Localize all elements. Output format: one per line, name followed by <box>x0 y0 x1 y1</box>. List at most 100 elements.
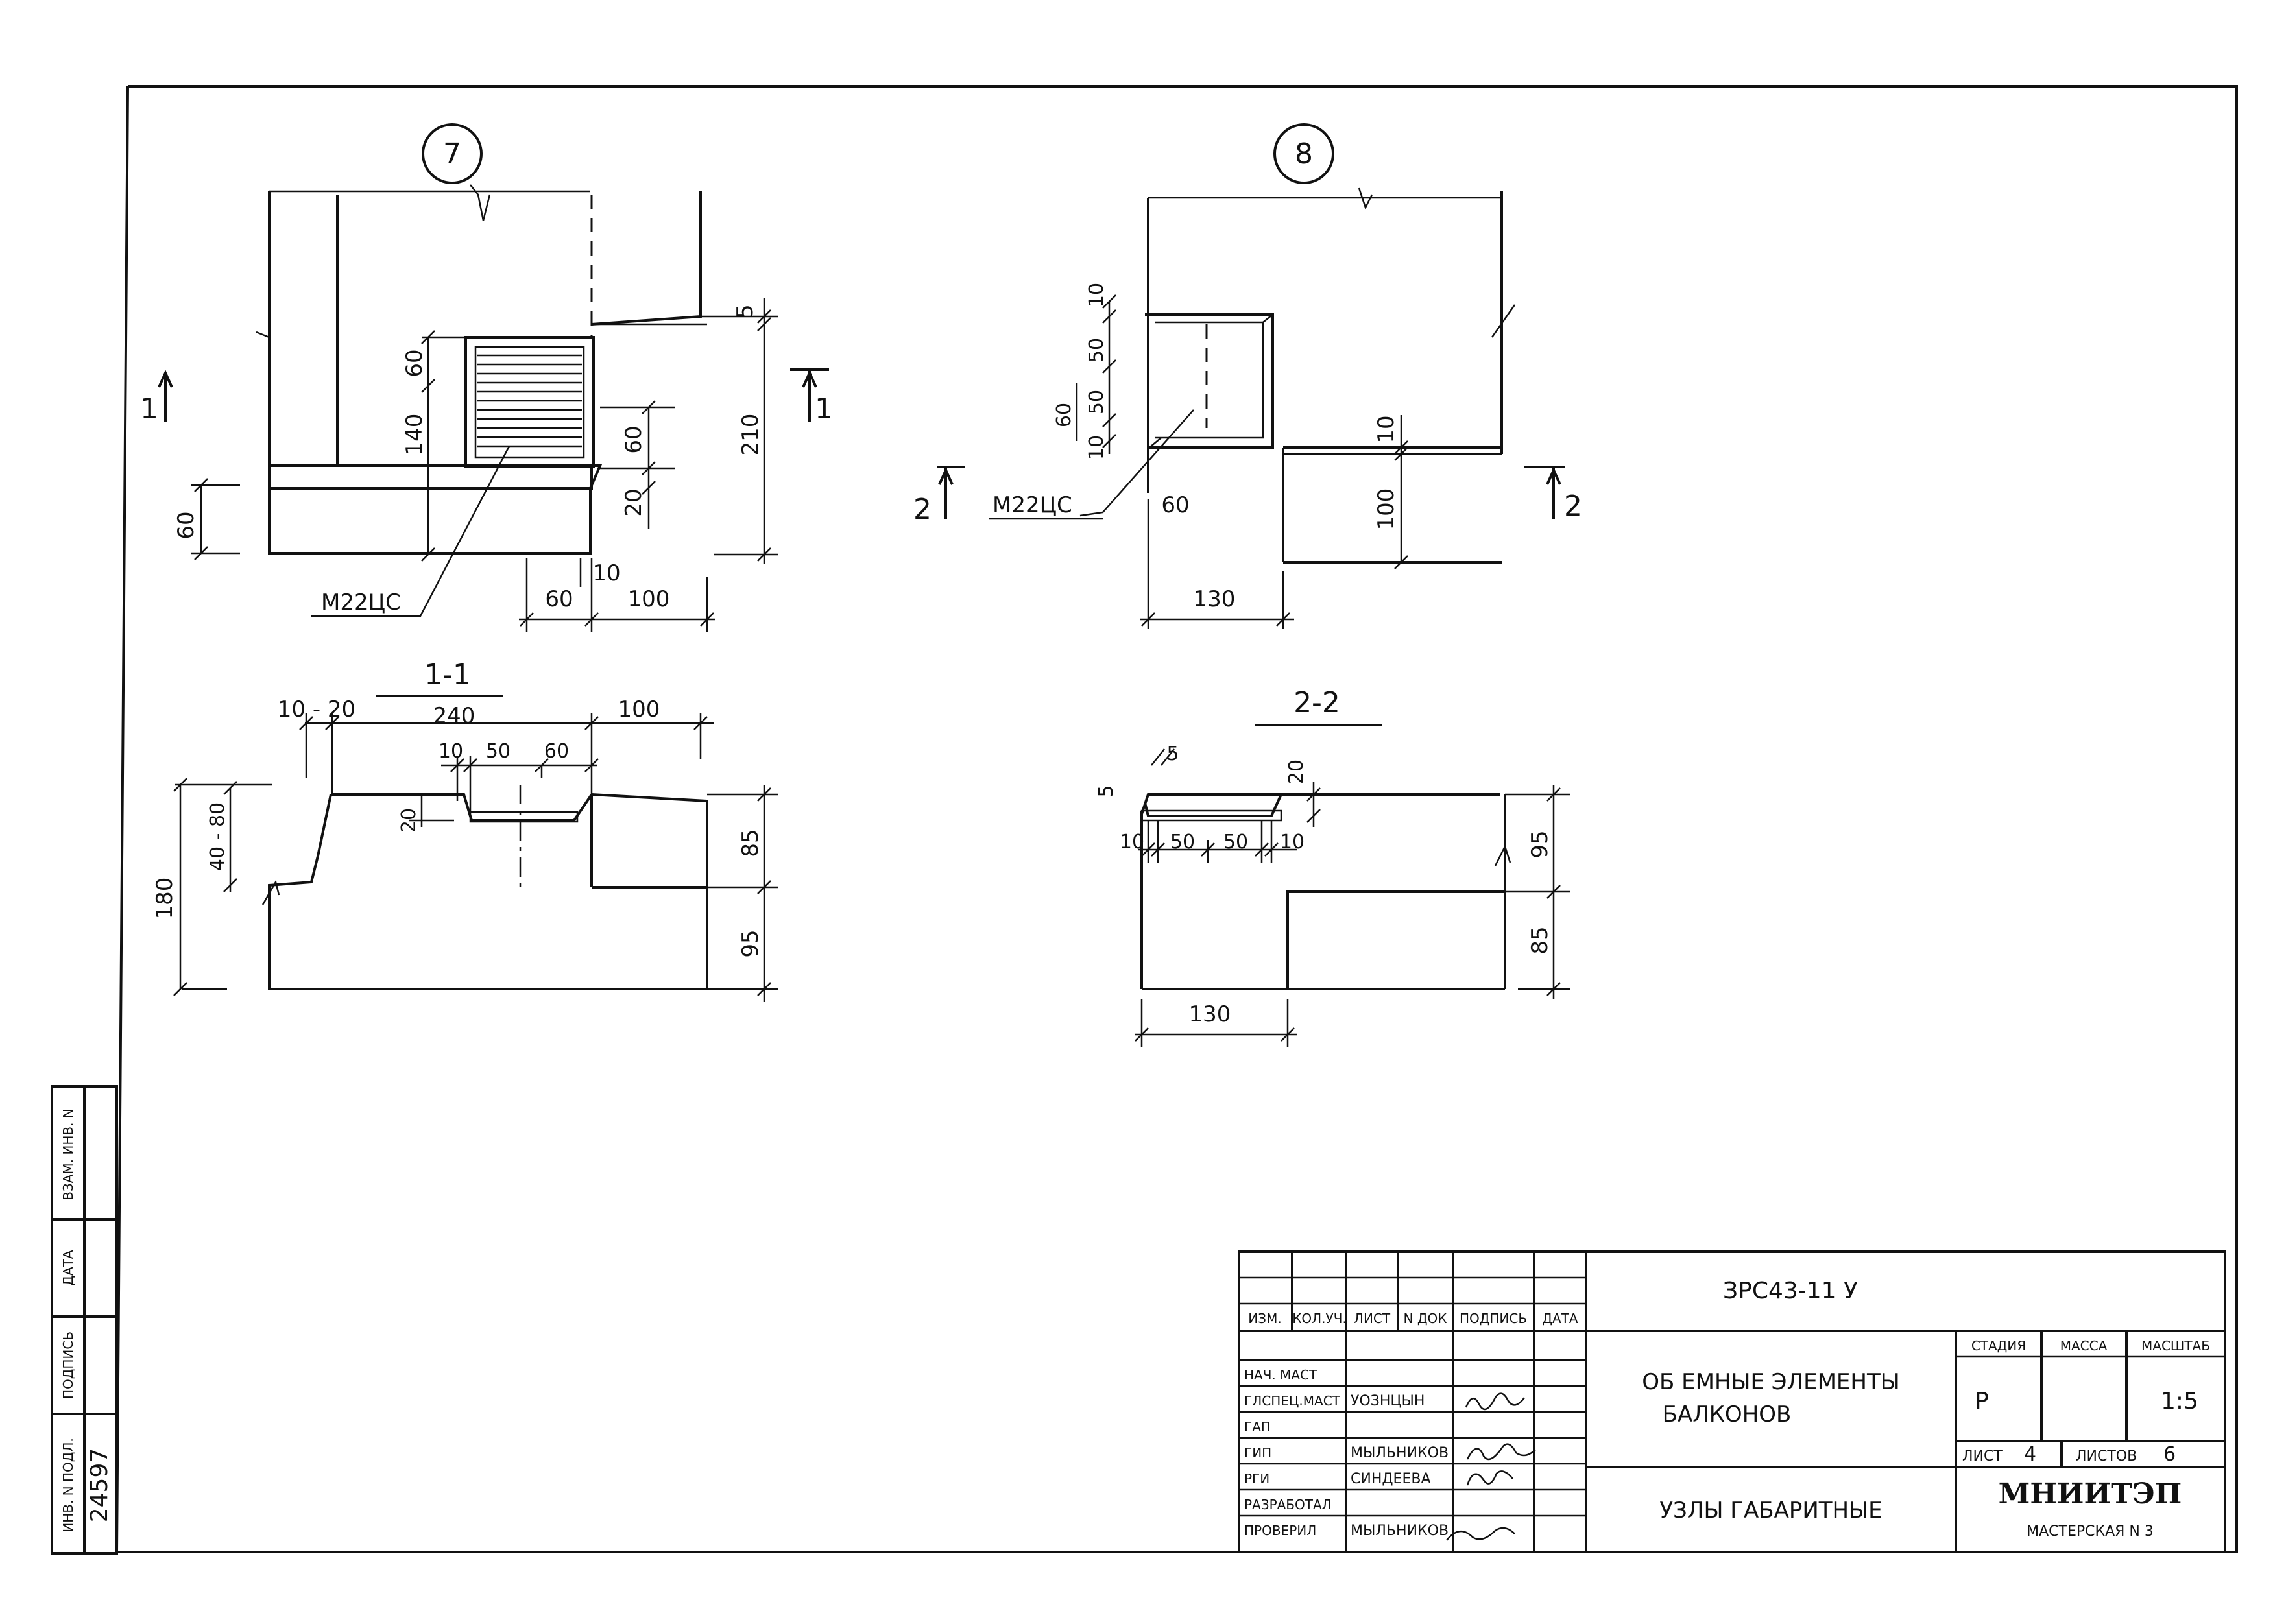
dim8-10-right: 10 <box>1373 415 1399 443</box>
dim11-180: 180 <box>152 878 178 920</box>
tb-name-2: УОЗНЦЫН <box>1351 1393 1425 1409</box>
tb-col-izm: ИЗМ. <box>1248 1311 1281 1326</box>
dim22-10a: 10 <box>1120 831 1144 854</box>
grid-label-7: М22ЦС <box>321 590 401 615</box>
dim22-95: 95 <box>1527 830 1553 858</box>
dim11-10: 10 <box>439 740 463 763</box>
dim8-60: 60 <box>1053 403 1076 427</box>
tb-role-6: РАЗРАБОТАЛ <box>1244 1497 1332 1512</box>
tb-scale: 1:5 <box>2161 1388 2198 1415</box>
dim7-140: 140 <box>402 414 427 456</box>
tb-col-list: ЛИСТ <box>1354 1311 1391 1326</box>
dim22-10b: 10 <box>1280 831 1305 854</box>
dim11-240: 240 <box>433 703 475 729</box>
dim11-10-20: 10 - 20 <box>278 697 355 722</box>
tb-mass-header: МАССА <box>2060 1338 2108 1354</box>
tb-name-2nd: БАЛКОНОВ <box>1663 1402 1792 1427</box>
dim8-50-a: 50 <box>1085 338 1108 363</box>
tb-org: МНИИТЭП <box>1999 1477 2182 1511</box>
dim7-60-right: 60 <box>621 425 647 453</box>
dim22-5b: 5 <box>1166 743 1179 765</box>
stamp-data: ДАТА <box>60 1250 76 1286</box>
tb-col-koluch: КОЛ.УЧ. <box>1292 1311 1347 1326</box>
tb-role-5: РГИ <box>1244 1471 1269 1487</box>
dim8-50-b: 50 <box>1085 390 1108 414</box>
tb-col-podpis: ПОДПИСЬ <box>1460 1311 1527 1326</box>
dim22-20: 20 <box>1285 759 1308 784</box>
tb-stage: Р <box>1975 1388 1989 1415</box>
section-1-1: 1-1 10 - 20 240 100 10 50 60 <box>152 658 778 1002</box>
dim8-60-bottom: 60 <box>1161 492 1189 518</box>
tb-name-7: МЫЛЬНИКОВ <box>1351 1523 1449 1539</box>
dim22-50a: 50 <box>1170 831 1195 854</box>
stamp-inv-podl: ИНВ. N ПОДЛ. <box>60 1438 76 1533</box>
cut2-left: 2 <box>913 493 932 526</box>
tb-sheets-label: ЛИСТОВ <box>2076 1448 2137 1464</box>
dim11-20: 20 <box>398 808 420 833</box>
dim22-50b: 50 <box>1223 831 1248 854</box>
section-mark-2: 2 2 <box>913 466 1582 526</box>
dim22-5a: 5 <box>1095 785 1118 797</box>
dim8-100: 100 <box>1373 488 1399 531</box>
cut2-right: 2 <box>1564 490 1582 523</box>
grid-label-8: М22ЦС <box>993 492 1072 518</box>
stamp-vzam: ВЗАМ. ИНВ. N <box>60 1108 76 1200</box>
dim7-20: 20 <box>621 488 647 516</box>
stamp-inv-value: 24597 <box>86 1448 113 1523</box>
tb-code: ЗРС43-11 У <box>1723 1278 1858 1304</box>
dim22-130: 130 <box>1189 1001 1231 1027</box>
dim11-50: 50 <box>486 740 511 763</box>
node-7-callout <box>422 123 483 184</box>
cut1-right: 1 <box>815 392 833 425</box>
node-8-view: 8 М22ЦС 10 50 50 10 60 <box>989 123 1516 629</box>
tb-stage-header: СТАДИЯ <box>1971 1338 2026 1354</box>
dim7-100: 100 <box>628 586 670 612</box>
dim8-130: 130 <box>1194 586 1236 612</box>
tb-role-2: ГЛСПЕЦ.МАСТ <box>1244 1393 1341 1409</box>
dim11-100: 100 <box>618 697 660 722</box>
tb-role-7: ПРОВЕРИЛ <box>1244 1523 1316 1538</box>
dim7-210: 210 <box>738 414 764 456</box>
node-7-view: 7 М22ЦС <box>173 123 778 632</box>
tb-sheet-label: ЛИСТ <box>1962 1448 2003 1464</box>
cut1-left: 1 <box>140 392 158 425</box>
tb-col-ndok: N ДОК <box>1404 1311 1447 1326</box>
dim7-10: 10 <box>592 560 620 586</box>
dim22-85: 85 <box>1527 926 1553 954</box>
tb-sheets: 6 <box>2163 1443 2176 1466</box>
signatures <box>1446 1392 1536 1541</box>
section-1-1-title: 1-1 <box>424 658 471 691</box>
title-block: ИЗМ. КОЛ.УЧ. ЛИСТ N ДОК ПОДПИСЬ ДАТА НАЧ… <box>1238 1250 2226 1553</box>
dim7-60-top: 60 <box>402 349 427 377</box>
dim11-60: 60 <box>544 740 569 763</box>
section-mark-1: 1 1 <box>140 368 833 425</box>
dim8-10-top: 10 <box>1085 283 1108 307</box>
tb-workshop: МАСТЕРСКАЯ N 3 <box>2027 1523 2154 1540</box>
tb-name-5: СИНДЕЕВА <box>1351 1471 1431 1487</box>
node-7-number: 7 <box>443 137 461 171</box>
tb-role-4: ГИП <box>1244 1445 1271 1461</box>
tb-subtitle: УЗЛЫ ГАБАРИТНЫЕ <box>1659 1498 1882 1523</box>
tb-scale-header: МАСШТАБ <box>2141 1338 2210 1354</box>
side-stamp: ИНВ. N ПОДЛ. ПОДПИСЬ ДАТА ВЗАМ. ИНВ. N 2… <box>51 1085 118 1555</box>
section-2-2: 2-2 5 5 20 10 50 50 10 <box>1095 686 1570 1047</box>
dim7-60-left: 60 <box>173 511 199 539</box>
tb-role-1: НАЧ. МАСТ <box>1244 1367 1317 1383</box>
tb-role-3: ГАП <box>1244 1419 1271 1435</box>
dim11-40-80: 40 - 80 <box>206 802 229 871</box>
sheet-frame <box>115 85 2238 1553</box>
dim7-5: 5 <box>732 304 758 318</box>
node-8-number: 8 <box>1295 137 1313 171</box>
section-2-2-title: 2-2 <box>1293 686 1340 719</box>
tb-col-data: ДАТА <box>1542 1311 1578 1326</box>
dim11-95: 95 <box>738 929 764 957</box>
stamp-podpis: ПОДПИСЬ <box>60 1331 76 1399</box>
dim8-10-low: 10 <box>1085 435 1108 460</box>
grid-hatching <box>477 354 582 448</box>
tb-name-4: МЫЛЬНИКОВ <box>1351 1445 1449 1461</box>
tb-sheet: 4 <box>2024 1443 2036 1466</box>
dim11-85: 85 <box>738 829 764 857</box>
node-8-callout <box>1273 123 1334 184</box>
tb-name: ОБ ЕМНЫЕ ЭЛЕМЕНТЫ <box>1642 1369 1900 1395</box>
